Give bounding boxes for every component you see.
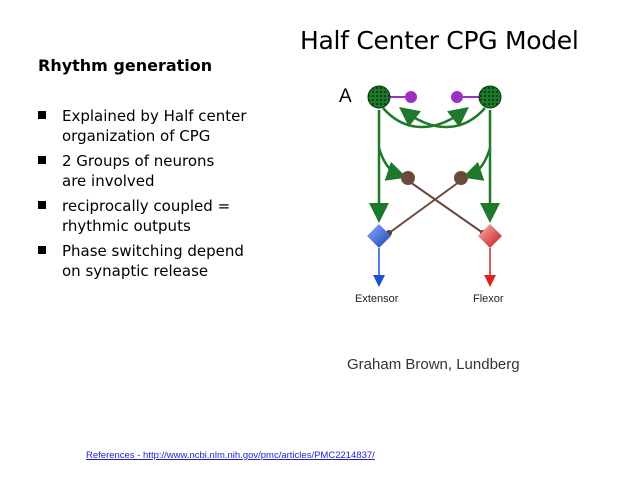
cross-arrow-left-to-right — [382, 106, 469, 129]
bullet-line-1: Explained by Half center — [62, 107, 247, 125]
left-branch-arrow — [377, 147, 407, 181]
inhibitory-line-left — [409, 181, 484, 234]
bullet-line-2: organization of CPG — [62, 127, 211, 145]
inhibitory-line-right — [388, 181, 460, 234]
square-bullet-icon — [38, 246, 46, 254]
bullet-line-2: are involved — [62, 172, 155, 190]
right-pacemaker-neuron — [478, 85, 502, 109]
bullet-line-1: reciprocally coupled = — [62, 197, 231, 215]
bullet-item: reciprocally coupled = rhythmic outputs — [38, 196, 248, 236]
slide-title: Half Center CPG Model — [300, 26, 579, 55]
panel-label: A — [339, 86, 352, 107]
bullet-list: Explained by Half center organization of… — [38, 106, 248, 286]
bullet-line-1: Phase switching depend — [62, 242, 244, 260]
square-bullet-icon — [38, 201, 46, 209]
bullet-line-1: 2 Groups of neurons — [62, 152, 215, 170]
flexor-motor-neuron — [478, 224, 502, 248]
square-bullet-icon — [38, 111, 46, 119]
right-inhibitory-interneuron — [454, 171, 468, 185]
bullet-line-2: rhythmic outputs — [62, 217, 191, 235]
right-purple-interneuron — [451, 91, 463, 103]
extensor-label: Extensor — [355, 293, 399, 305]
diagram-attribution: Graham Brown, Lundberg — [347, 356, 520, 373]
bullet-item: Explained by Half center organization of… — [38, 106, 248, 146]
left-pacemaker-neuron — [367, 85, 391, 109]
section-heading: Rhythm generation — [38, 56, 213, 75]
bullet-line-2: on synaptic release — [62, 262, 209, 280]
half-center-diagram: A Extensor Flexor — [339, 85, 504, 305]
bullet-item: 2 Groups of neurons are involved — [38, 151, 248, 191]
left-purple-interneuron — [405, 91, 417, 103]
extensor-motor-neuron — [367, 224, 391, 248]
references-link[interactable]: References - http://www.ncbi.nlm.nih.gov… — [86, 450, 375, 461]
left-inhibitory-interneuron — [401, 171, 415, 185]
bullet-item: Phase switching depend on synaptic relea… — [38, 241, 248, 281]
references-line: References - http://www.ncbi.nlm.nih.gov… — [86, 450, 375, 461]
square-bullet-icon — [38, 156, 46, 164]
right-branch-arrow — [462, 147, 492, 181]
cross-arrow-right-to-left — [399, 106, 486, 129]
flexor-label: Flexor — [473, 293, 504, 305]
